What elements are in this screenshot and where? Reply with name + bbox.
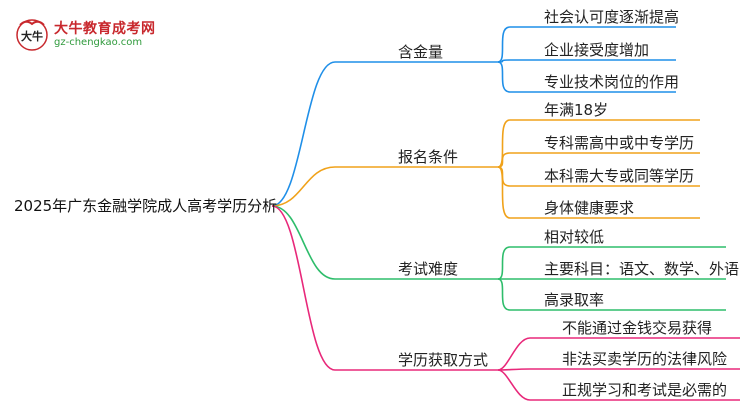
leaf-connector [497,368,531,371]
root-topic: 2025年广东金融学院成人高考学历分析 [14,197,278,215]
branch-label: 含金量 [398,43,444,61]
leaf-label: 非法买卖学历的法律风险 [562,350,728,368]
leaf-label: 企业接受度增加 [544,41,650,59]
logo-mark-glyph: 大牛 [21,29,43,43]
ox-logo-icon: 大牛 [16,19,48,51]
branch-connector [271,205,336,280]
leaf-label: 专业技术岗位的作用 [544,73,680,91]
leaf-label: 不能通过金钱交易获得 [562,319,713,337]
branch-connector [271,166,336,207]
branch-connector [271,61,336,207]
branch-label: 学历获取方式 [398,351,489,369]
logo-url: gz-chengkao.com [54,37,143,48]
leaf-connector [497,26,511,63]
branch-label: 报名条件 [398,148,459,166]
leaf-connector [497,152,511,168]
leaf-label: 专科需高中或中专学历 [544,134,695,152]
leaf-connector [497,278,511,311]
leaf-connector [497,337,531,371]
leaf-label: 身体健康要求 [544,199,635,217]
leaf-connector [497,61,511,93]
leaf-connector [497,166,511,219]
leaf-label: 高录取率 [544,291,605,309]
leaf-connector [497,166,511,187]
leaf-label: 年满18岁 [544,101,609,119]
leaf-label: 主要科目：语文、数学、外语 [544,260,740,278]
leaf-label: 相对较低 [544,228,605,246]
logo-name: 大牛教育成考网 [54,21,156,37]
leaf-label: 正规学习和考试是必需的 [562,381,728,399]
leaf-label: 社会认可度逐渐提高 [544,8,680,26]
branch-label: 考试难度 [398,260,459,278]
leaf-connector [497,369,531,401]
leaf-connector [497,246,511,280]
site-logo[interactable]: 大牛 大牛教育成考网 gz-chengkao.com [14,16,194,54]
leaf-connector [497,119,511,168]
branch-connector [271,205,336,371]
leaf-label: 本科需大专或同等学历 [544,167,695,185]
